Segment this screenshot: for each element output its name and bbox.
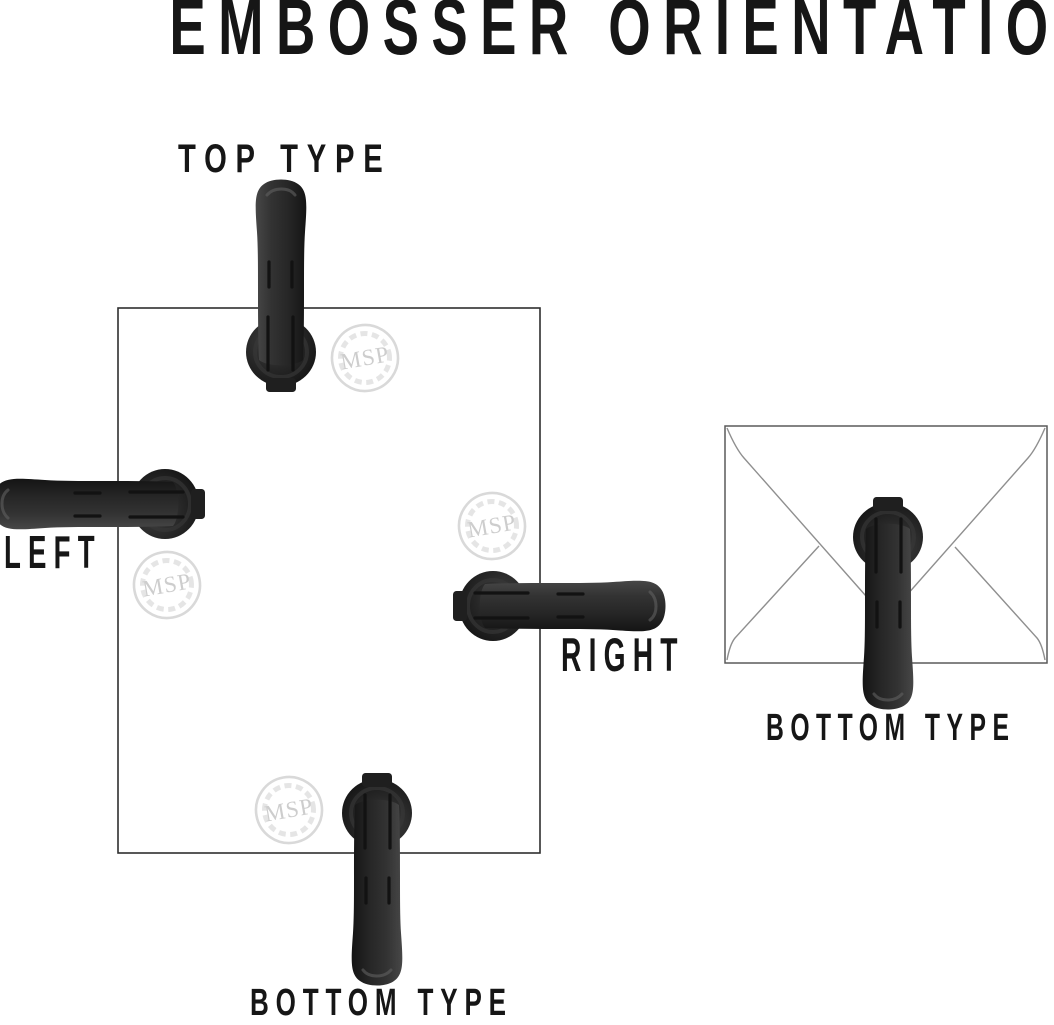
envelope-bottom-type-label: BOTTOM TYPE	[766, 707, 1016, 749]
seal-ring	[254, 775, 324, 845]
envelope-fold-line	[890, 427, 1046, 614]
seal-wreath-icon	[465, 499, 519, 553]
left-label: LEFT	[4, 526, 102, 578]
bottom-type-label: BOTTOM TYPE	[250, 982, 513, 1024]
seal-ring	[330, 323, 400, 393]
envelope-fold-line	[726, 427, 882, 614]
top-type-label: TOP TYPE	[178, 137, 392, 181]
envelope-fold-line	[954, 546, 1046, 661]
top-type-embosser	[244, 177, 318, 394]
seal-wreath-icon	[338, 331, 392, 385]
envelope-fold-line	[726, 545, 820, 661]
seal-wreath-icon	[262, 783, 316, 837]
seal-ring	[132, 550, 202, 620]
bottom-type-embosser	[340, 771, 414, 988]
paper-sheet	[117, 307, 541, 854]
seal-wreath-icon	[140, 558, 194, 612]
seal-ring	[457, 491, 527, 561]
msp-watermark-seal: MSP	[132, 550, 202, 620]
right-label: RIGHT	[561, 628, 685, 681]
